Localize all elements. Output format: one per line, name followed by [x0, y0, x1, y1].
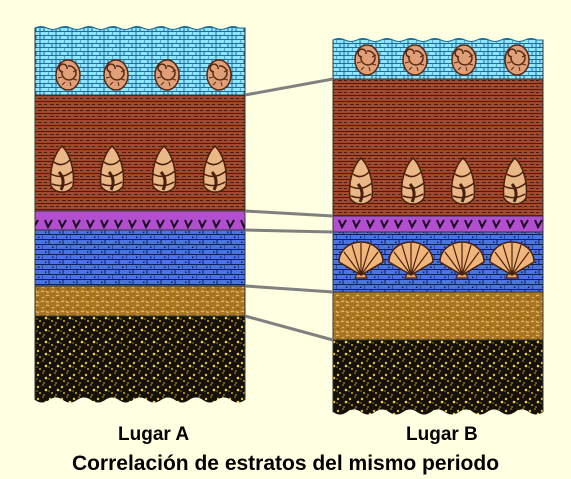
column-a-layer-conglomerate [35, 316, 245, 403]
ammonite-icon [451, 44, 477, 76]
correlation-lines [244, 77, 334, 342]
column-b-layer-sandstone [333, 292, 543, 340]
column-a-top-water-edge [34, 26, 246, 96]
gastropod-icon [348, 156, 374, 205]
correlation-line [244, 228, 334, 234]
correlation-line [244, 314, 334, 342]
ammonite-icon [504, 44, 530, 76]
column-b-edges [332, 40, 544, 412]
gastropod-icon [49, 144, 75, 193]
ammonite-icon [402, 44, 428, 76]
gastropod-icon [202, 144, 228, 193]
scallop-shell-icon [439, 241, 485, 279]
ammonite-icon [154, 59, 180, 91]
column-a-layer-sandstone [35, 286, 245, 316]
ammonite-icon [55, 59, 81, 91]
column-a-layer-purple [35, 211, 245, 230]
correlation-line [244, 77, 334, 97]
column-site-a [34, 26, 246, 403]
correlation-line [244, 209, 334, 218]
gastropod-icon [99, 144, 125, 193]
column-b-layer-purple [333, 216, 543, 232]
gastropod-icon [502, 156, 528, 205]
gastropod-icon [151, 144, 177, 193]
column-a-layer-blue [35, 230, 245, 286]
site-b-label: Lugar B [406, 424, 478, 445]
site-a-label: Lugar A [118, 424, 190, 445]
column-a-boundaries [35, 94, 245, 317]
diagram-caption: Correlación de estratos del mismo period… [71, 452, 500, 475]
scallop-shell-icon [489, 241, 535, 279]
scallop-shell-icon [338, 241, 384, 279]
gastropod-icon [400, 156, 426, 205]
ammonite-icon [354, 44, 380, 76]
column-b-top-water-edge [332, 38, 544, 80]
scallop-shell-icon [388, 241, 434, 279]
column-a-edges [34, 28, 246, 400]
ammonite-icon [206, 59, 232, 91]
gastropod-icon [450, 156, 476, 205]
correlation-line [244, 284, 334, 294]
column-b-boundaries [333, 78, 543, 341]
column-site-b [332, 38, 544, 415]
ammonite-icon [103, 59, 129, 91]
column-b-layer-conglomerate [333, 340, 543, 415]
